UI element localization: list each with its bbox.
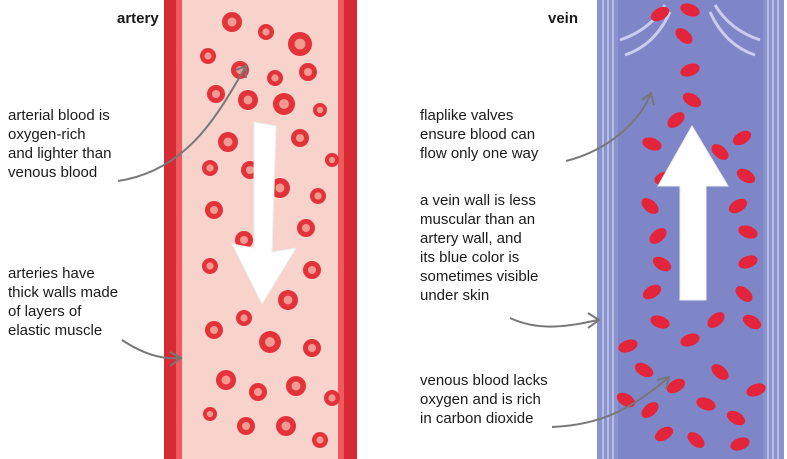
annotation-line: thick walls made	[8, 283, 118, 302]
annotation-line: artery wall, and	[420, 229, 538, 248]
annotation-line: sometimes visible	[420, 267, 538, 286]
artery-title: artery	[117, 10, 159, 27]
annotation-line: elastic muscle	[8, 321, 118, 340]
annotation-line: flaplike valves	[420, 106, 538, 125]
annotation-line: arterial blood is	[8, 106, 111, 125]
arterial-blood-annotation: arterial blood is oxygen-rich and lighte…	[8, 106, 111, 182]
annotation-line: muscular than an	[420, 210, 538, 229]
annotation-line: and lighter than	[8, 144, 111, 163]
annotation-line: venous blood lacks	[420, 371, 548, 390]
valves-annotation: flaplike valves ensure blood can flow on…	[420, 106, 538, 163]
pointer-arterial-blood	[118, 68, 245, 181]
annotation-line: ensure blood can	[420, 125, 538, 144]
annotation-line: oxygen and is rich	[420, 390, 548, 409]
pointer-venous-blood	[552, 378, 668, 427]
pointer-artery-wall	[122, 340, 180, 358]
vein-wall-annotation: a vein wall is less muscular than an art…	[420, 191, 538, 305]
venous-blood-annotation: venous blood lacks oxygen and is rich in…	[420, 371, 548, 428]
annotation-line: oxygen-rich	[8, 125, 111, 144]
annotation-line: a vein wall is less	[420, 191, 538, 210]
annotation-line: its blue color is	[420, 248, 538, 267]
annotation-line: arteries have	[8, 264, 118, 283]
annotation-line: in carbon dioxide	[420, 409, 548, 428]
artery-wall-annotation: arteries have thick walls made of layers…	[8, 264, 118, 340]
pointer-vein-wall	[510, 318, 598, 327]
annotation-line: of layers of	[8, 302, 118, 321]
annotation-line: flow only one way	[420, 144, 538, 163]
pointer-valves	[566, 95, 650, 161]
annotation-line: under skin	[420, 286, 538, 305]
vein-title: vein	[548, 10, 578, 27]
annotation-line: venous blood	[8, 163, 111, 182]
